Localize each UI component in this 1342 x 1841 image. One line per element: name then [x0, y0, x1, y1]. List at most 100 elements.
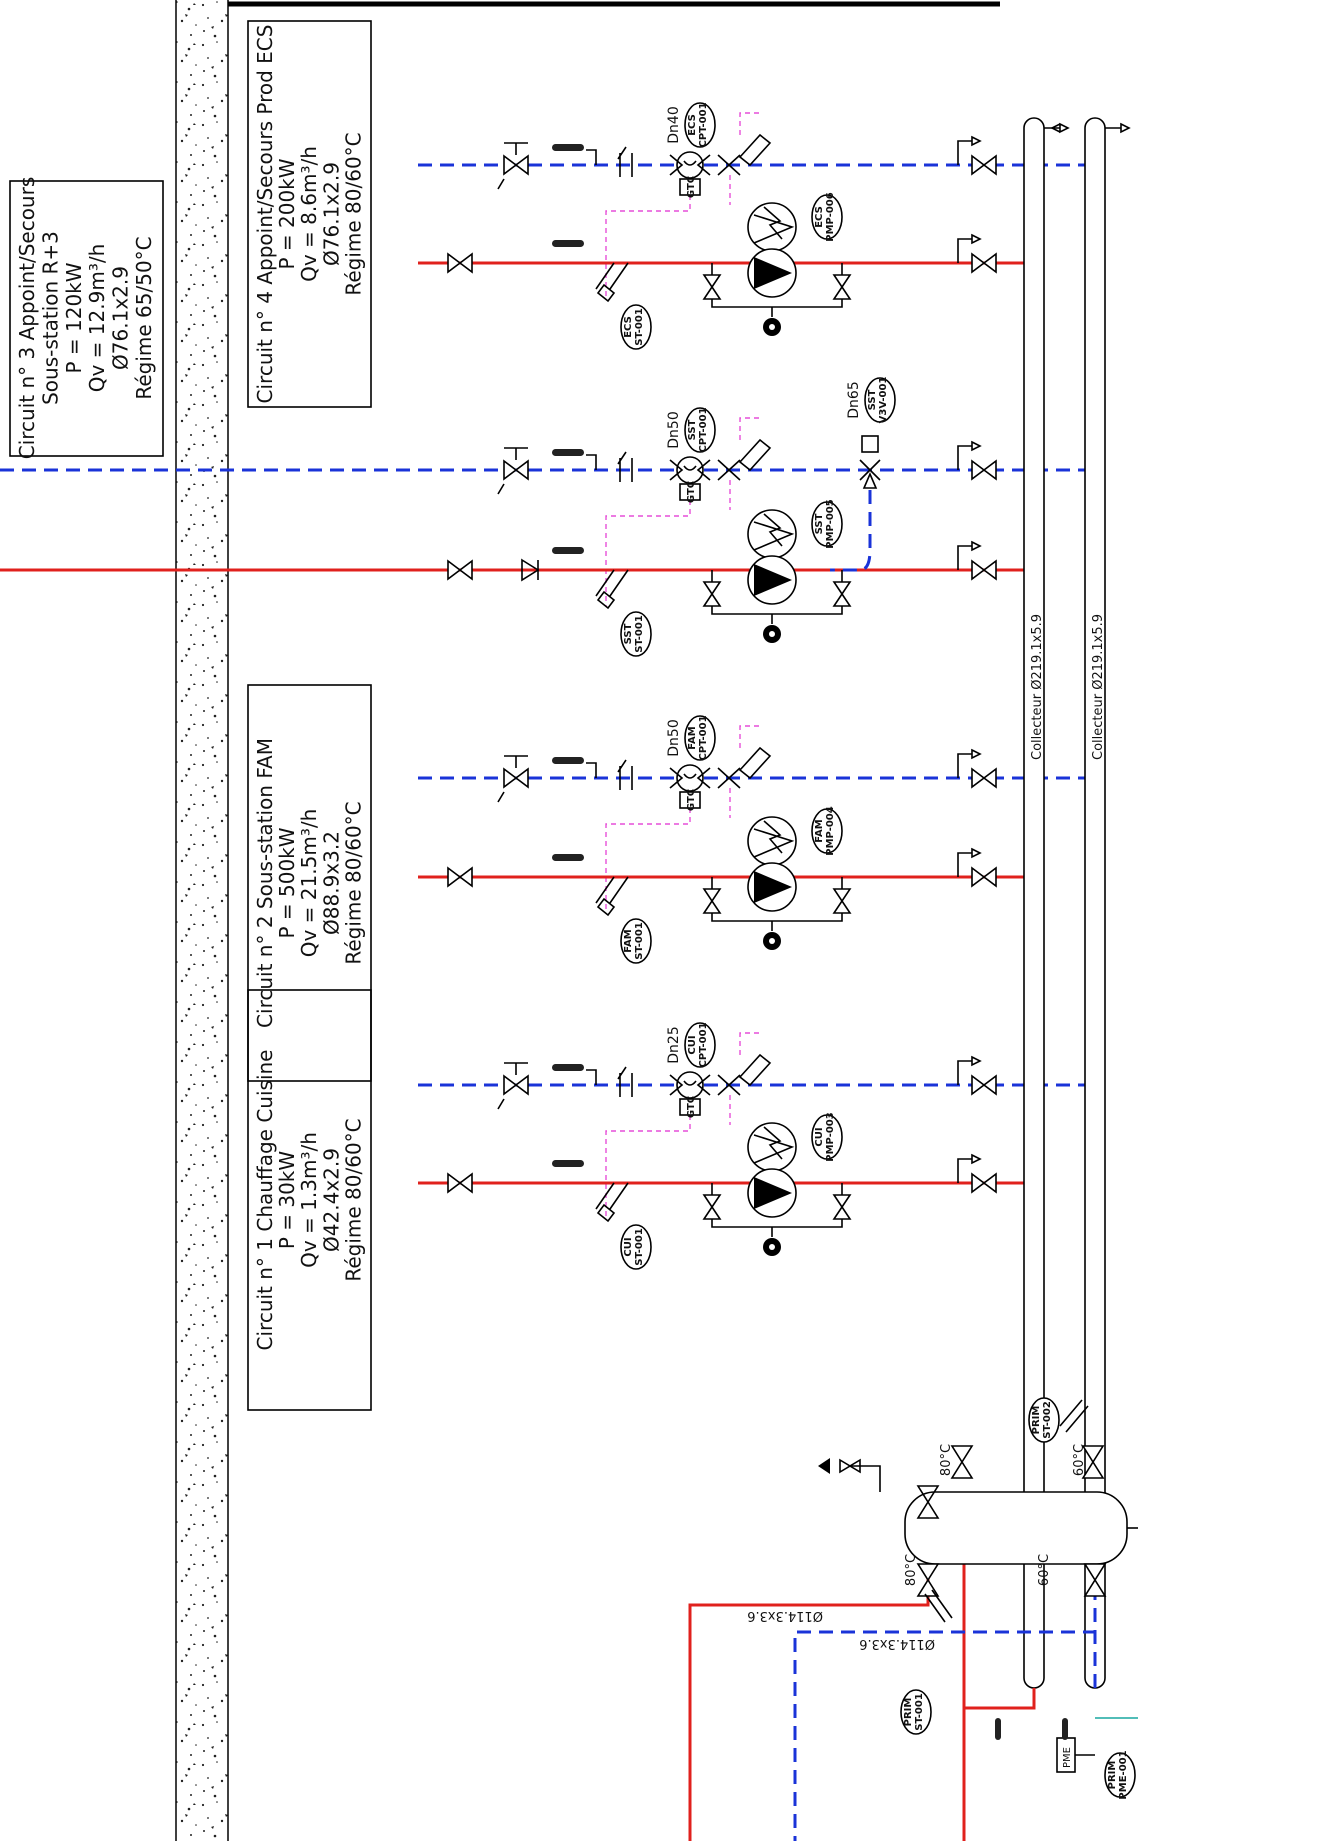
thermometer-icon — [552, 449, 584, 456]
pump-motor-icon — [763, 820, 783, 854]
sensor-tag-text: ST-001 — [634, 615, 645, 653]
isolation-valve-icon — [447, 866, 473, 888]
pump-motor-icon — [763, 1126, 783, 1160]
temperature-sensor-icon — [595, 262, 629, 303]
circuit-label-sst: Circuit n° 3 Appoint/Secours — [15, 177, 39, 460]
counter-tag-text: SST — [687, 419, 698, 440]
pump-isolation-valve-icon — [832, 274, 852, 300]
gtc-box — [679, 178, 701, 196]
bypass-pipe — [830, 490, 872, 572]
sensor-tag-text: ST-001 — [634, 922, 645, 960]
counter-tag-text: CPT-001 — [698, 715, 709, 760]
energy-meter-flow-icon — [669, 767, 711, 789]
valve-dn: Dn65 — [846, 381, 862, 418]
actuator-icon — [738, 1053, 772, 1087]
gtc-signal-line — [605, 112, 760, 299]
pump-tag-bubble — [811, 194, 843, 240]
thermometer-icon — [552, 547, 584, 554]
collector-valve-icon — [971, 767, 997, 789]
counter-tag-text: FAM — [687, 726, 698, 749]
temp-hot-bottom: 80°C — [904, 1554, 919, 1586]
pump-tag-bubble — [811, 1114, 843, 1160]
counter-tag-bubble — [684, 102, 716, 148]
collector-supply: Collecteur Ø219.1x5.9 — [1023, 117, 1045, 1689]
gtc-label: GTC — [686, 481, 697, 503]
pump-isolation-valve-icon — [702, 274, 722, 300]
thermometer-icon — [552, 757, 584, 764]
filter-icon — [617, 146, 633, 177]
pump-symbol-icon — [753, 521, 795, 551]
motor-valve-icon — [717, 154, 741, 176]
sensor-tag-bubble — [620, 918, 652, 964]
manometer-icon-center — [769, 938, 775, 944]
isolation-valve-icon — [447, 1172, 473, 1194]
thermometer-icon — [552, 1064, 584, 1071]
gtc-signal-line — [605, 417, 760, 606]
filter-icon — [617, 1066, 633, 1097]
sensor-tag-text: ST-001 — [634, 308, 645, 346]
collector-valve-icon — [971, 459, 997, 481]
sensor-tag-bubble — [620, 611, 652, 657]
counter-tag-bubble — [684, 407, 716, 453]
sensor-tag-text: ST-001 — [634, 1228, 645, 1266]
circuit-label-ecs: Régime 80/60°C — [341, 132, 365, 295]
temperature-sensor-icon — [595, 1182, 629, 1223]
vent-line — [957, 445, 972, 570]
valve-tag-text: V3V-001 — [878, 377, 889, 424]
motor-valve-icon — [717, 459, 741, 481]
collector-valve-icon — [971, 154, 997, 176]
collector-valve-icon — [971, 866, 997, 888]
counter-dn: Dn40 — [666, 106, 682, 143]
valve-tag-bubble — [864, 377, 896, 423]
manometer-icon-center — [769, 324, 775, 330]
manometer-icon-center — [769, 1244, 775, 1250]
circuit-label-fam: Ø88.9x3.2 — [319, 831, 343, 935]
pump-symbol-icon — [754, 871, 792, 903]
balancing-valve-icon — [503, 1074, 529, 1096]
pump-isolation-valve-icon — [832, 581, 852, 607]
motor-valve-icon — [717, 1074, 741, 1096]
pump-symbol-icon — [754, 257, 792, 289]
energy-meter-flow-icon — [669, 459, 711, 481]
thermo-link — [586, 1069, 597, 1085]
vent-line — [957, 140, 972, 263]
thermo-link — [586, 149, 597, 165]
circuit-label-sst: P = 120kW — [62, 262, 86, 373]
pump-isolation-valve-icon — [702, 888, 722, 914]
pump-motor-icon — [763, 513, 783, 547]
collector-valve-icon — [971, 252, 997, 274]
hydraulic-separator — [904, 1491, 1128, 1565]
pump-symbol-icon — [754, 564, 792, 596]
pump-isolation-valve-icon — [832, 888, 852, 914]
sensor-tag-text: SST — [623, 623, 634, 644]
circuit-label-cui: P = 30kW — [275, 1151, 299, 1250]
filter-icon — [617, 451, 633, 482]
manometer-icon-center — [769, 631, 775, 637]
prim-pme-tag-bubble — [1104, 1752, 1136, 1798]
circuit-box-ecs — [247, 20, 372, 408]
motor-valve-icon — [717, 767, 741, 789]
temp-cold-bottom: 60°C — [1037, 1554, 1052, 1586]
counter-tag-text: CPT-001 — [698, 102, 709, 147]
primary-sensor-icon — [924, 1589, 953, 1623]
circuit-box-sst — [9, 180, 164, 457]
prim-st1-tag-text: PRIM — [903, 1698, 914, 1727]
circuit-label-fam: Qv = 21.5m³/h — [297, 809, 321, 958]
gtc-box — [679, 1098, 701, 1116]
collector-valve-icon — [971, 559, 997, 581]
pump-tag-bubble — [811, 501, 843, 547]
collector-valve-icon — [971, 1074, 997, 1096]
counter-tag-text: CUI — [687, 1035, 698, 1054]
vent-valve-icon — [971, 1055, 982, 1165]
actuator-icon — [738, 438, 772, 472]
primary-section: PME — [688, 1445, 1138, 1841]
three-way-valve-actuator — [861, 435, 879, 453]
circuit-label-ecs: P = 200kW — [275, 158, 299, 269]
energy-meter-dial-icon — [683, 773, 697, 779]
gtc-box — [679, 791, 701, 809]
pump-symbol-icon — [754, 1177, 792, 1209]
prim-pme-tag-text: PME-001 — [1118, 1750, 1129, 1799]
collector-valve-icon — [971, 1172, 997, 1194]
